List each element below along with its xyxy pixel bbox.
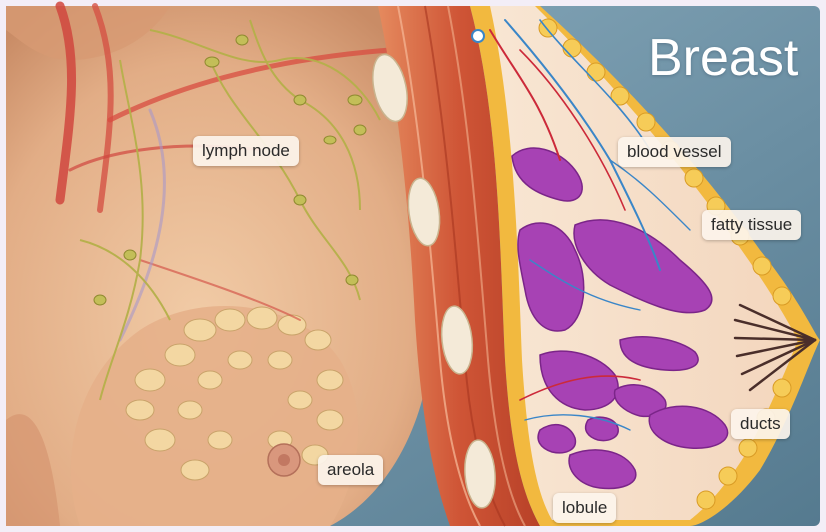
label-lobule: lobule: [553, 493, 616, 523]
label-ducts: ducts: [731, 409, 790, 439]
label-fatty-tissue: fatty tissue: [702, 210, 801, 240]
label-areola: areola: [318, 455, 383, 485]
nipple-shape: [278, 454, 290, 466]
label-blood-vessel: blood vessel: [618, 137, 731, 167]
diagram-title: Breast: [648, 28, 798, 88]
vessel-cross-section: [472, 30, 484, 42]
label-lymph-node: lymph node: [193, 136, 299, 166]
